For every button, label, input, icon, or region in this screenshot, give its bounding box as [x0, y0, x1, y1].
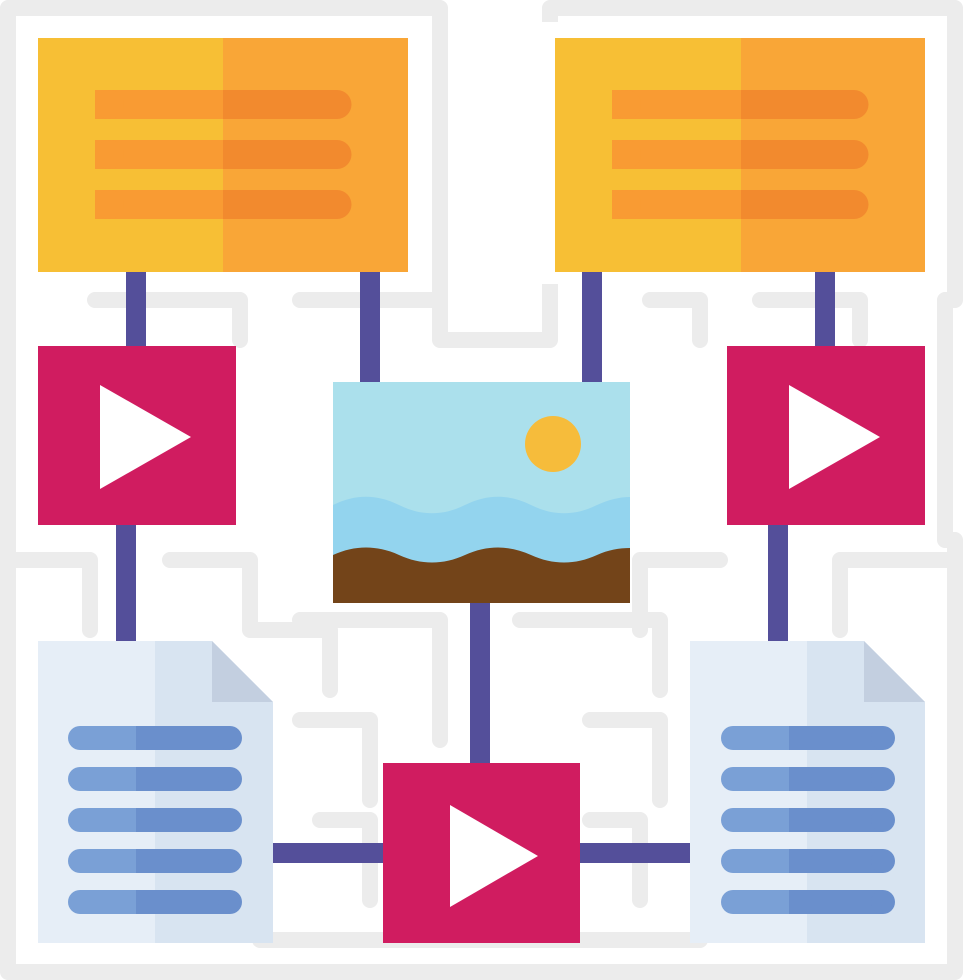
connector-video-left-to-doc-left — [116, 524, 136, 642]
connectors — [116, 272, 835, 863]
note-top-left — [38, 38, 408, 272]
note-lines-icon — [612, 90, 869, 219]
video-right — [727, 346, 925, 525]
page-fold-icon — [864, 641, 925, 702]
play-icon — [789, 385, 880, 489]
connector-video-right-to-doc-right — [768, 524, 788, 642]
video-bottom — [383, 763, 580, 943]
page-fold-icon — [212, 641, 273, 702]
doc-bottom-left — [38, 641, 273, 943]
landscape-image-icon — [333, 382, 630, 603]
connector-video-bottom-to-doc-right — [578, 843, 692, 863]
sun-icon — [525, 416, 581, 472]
note-lines-icon — [95, 90, 352, 219]
connector-image-to-video-bottom — [470, 600, 490, 765]
connector-note-left-to-video-left — [126, 272, 146, 348]
image-center — [333, 382, 630, 603]
ground-icon — [333, 547, 630, 603]
note-top-right — [555, 38, 925, 272]
video-left — [38, 346, 236, 525]
document-icon — [38, 641, 273, 943]
connector-note-left-to-image — [360, 272, 380, 384]
connector-doc-left-to-video-bottom — [272, 843, 384, 863]
play-icon — [450, 805, 538, 907]
doc-bottom-right — [690, 641, 925, 943]
connector-note-right-to-video-right — [815, 272, 835, 348]
document-icon — [690, 641, 925, 943]
play-icon — [100, 385, 191, 489]
connector-note-right-to-image — [582, 272, 602, 384]
